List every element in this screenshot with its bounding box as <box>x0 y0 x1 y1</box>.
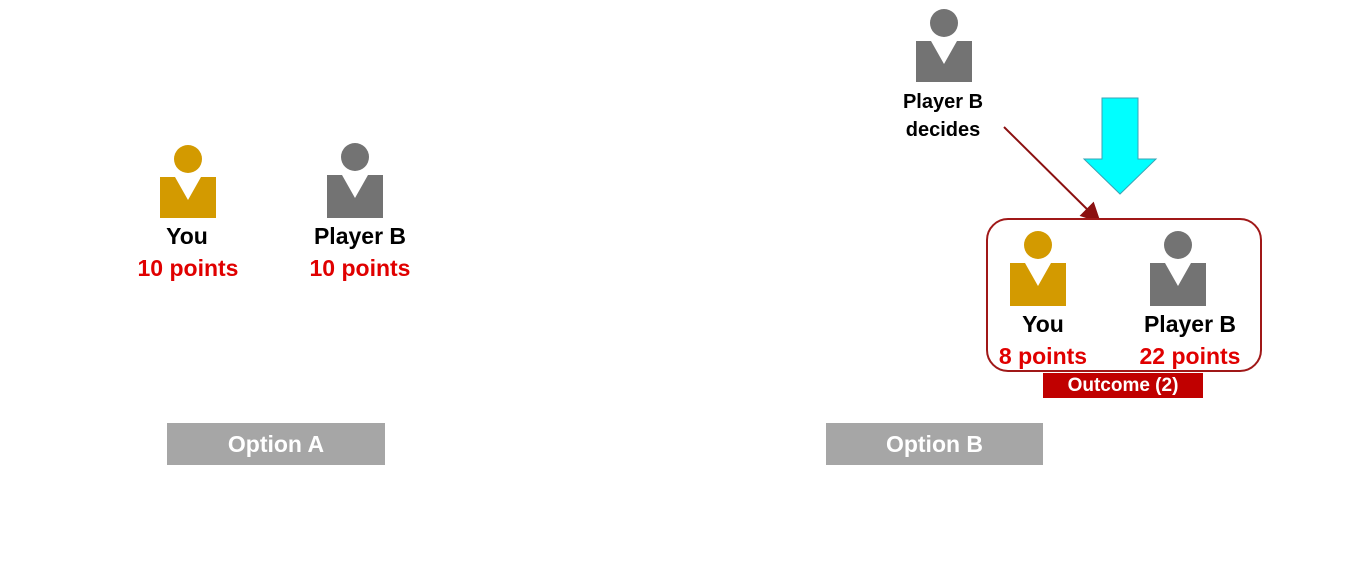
outcome-player-b-person-icon <box>1146 228 1210 308</box>
player-b-person-icon <box>323 140 387 220</box>
outcome-you-points: 8 points <box>998 343 1088 369</box>
you-points: 10 points <box>137 255 239 281</box>
outcome-label: Outcome (2) <box>1043 373 1203 398</box>
down-arrow-icon <box>1082 97 1158 195</box>
decider-label-line1: Player B <box>902 91 984 113</box>
outcome-player-b-label: Player B <box>1143 311 1237 337</box>
option-b-button[interactable]: Option B <box>826 423 1043 465</box>
outcome-you-label: You <box>1022 311 1064 337</box>
you-label: You <box>166 223 208 249</box>
player-b-points: 10 points <box>309 255 411 281</box>
option-a-button[interactable]: Option A <box>167 423 385 465</box>
decision-arrow <box>1003 126 1101 223</box>
player-b-label: Player B <box>313 223 407 249</box>
decider-label-line2: decides <box>905 119 981 141</box>
you-person-icon <box>156 142 220 222</box>
outcome-player-b-points: 22 points <box>1139 343 1241 369</box>
decider-person-icon <box>912 6 976 86</box>
decider-label: Player B decides <box>873 88 1013 144</box>
outcome-you-person-icon <box>1006 228 1070 308</box>
